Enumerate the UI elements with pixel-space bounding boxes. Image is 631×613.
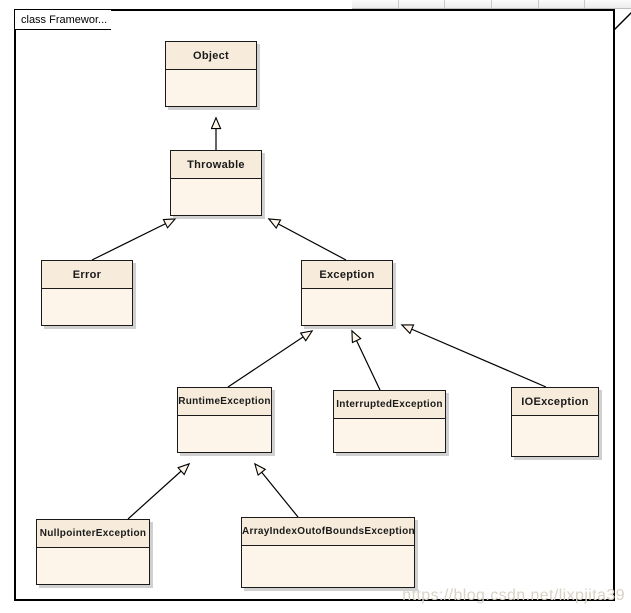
class-box-nullpointerexception[interactable]: NullpointerException — [36, 519, 150, 585]
link-nullpointer-runtime — [127, 464, 189, 520]
class-name-ioexception: IOException — [512, 388, 598, 416]
class-members-nullpointerexception — [37, 548, 149, 584]
class-name-runtimeexception: RuntimeException — [178, 388, 271, 416]
class-box-object[interactable]: Object — [165, 41, 257, 107]
class-members-interruptedexception — [334, 419, 445, 452]
diagram-frame-tab-slant-icon — [613, 12, 631, 32]
class-name-nullpointerexception: NullpointerException — [37, 520, 149, 548]
link-ioexception-exception — [402, 325, 547, 388]
class-name-exception: Exception — [302, 261, 392, 289]
class-name-object: Object — [166, 42, 256, 70]
link-exception-throwable — [269, 219, 347, 261]
class-members-runtimeexception — [178, 416, 271, 452]
diagram-frame-tab-label: class Framewor... — [21, 14, 108, 26]
class-name-throwable: Throwable — [171, 151, 261, 179]
class-members-throwable — [171, 179, 261, 215]
class-name-interruptedexception: InterruptedException — [334, 391, 445, 419]
toolbar-segment[interactable] — [538, 0, 586, 8]
class-members-exception — [302, 289, 392, 325]
class-box-interruptedexception[interactable]: InterruptedException — [333, 390, 446, 453]
link-interrupted-exception — [352, 331, 381, 391]
class-members-arrayindexoutofboundsexception — [242, 546, 414, 587]
link-runtime-exception — [227, 331, 312, 388]
class-name-error: Error — [42, 261, 132, 289]
toolbar-segment[interactable] — [585, 0, 631, 8]
diagram-frame-tab: class Framewor... — [15, 10, 112, 30]
link-arrayindex-runtime — [255, 464, 299, 518]
toolbar-segment[interactable] — [398, 0, 446, 8]
class-members-ioexception — [512, 416, 598, 456]
toolbar-segment[interactable] — [492, 0, 539, 8]
link-error-throwable — [91, 219, 175, 261]
class-box-exception[interactable]: Exception — [301, 260, 393, 326]
class-box-runtimeexception[interactable]: RuntimeException — [177, 387, 272, 453]
class-box-arrayindexoutofboundsexception[interactable]: ArrayIndexOutofBoundsException — [241, 517, 415, 588]
class-members-object — [166, 70, 256, 106]
toolbar-segment[interactable] — [352, 0, 399, 8]
class-name-arrayindexoutofboundsexception: ArrayIndexOutofBoundsException — [242, 518, 414, 546]
class-box-throwable[interactable]: Throwable — [170, 150, 262, 216]
class-members-error — [42, 289, 132, 325]
class-box-ioexception[interactable]: IOException — [511, 387, 599, 457]
toolbar-strip[interactable] — [352, 0, 631, 9]
toolbar-segment[interactable] — [445, 0, 493, 8]
class-box-error[interactable]: Error — [41, 260, 133, 326]
diagram-frame: class Framewor... — [14, 9, 631, 601]
